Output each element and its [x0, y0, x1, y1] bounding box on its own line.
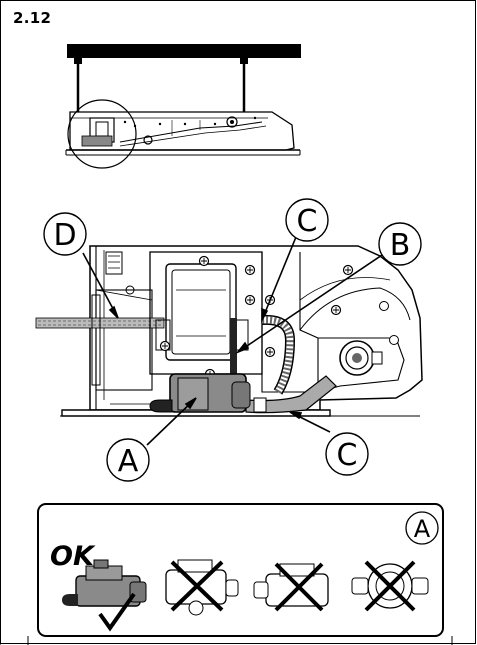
- callout-b-circle: [378, 222, 422, 266]
- callout-b: B: [390, 228, 411, 263]
- ceiling-bar: [67, 44, 301, 58]
- pump-orientation-correct: [62, 559, 147, 632]
- cross-icon: [170, 560, 224, 612]
- cross-icon: [274, 562, 324, 612]
- callout-d: D: [53, 218, 76, 253]
- pump-orientation-wrong-2: [253, 562, 329, 612]
- checkmark-icon: [98, 592, 136, 632]
- callout-c-bottom: C: [337, 438, 358, 473]
- callout-a-circle: [106, 438, 150, 482]
- orientation-panel: A: [27, 503, 453, 645]
- callout-a: A: [118, 444, 139, 479]
- step-number: 2.12: [13, 9, 52, 27]
- pump-orientation-wrong-1: [165, 559, 239, 616]
- drain-hose: [245, 375, 337, 414]
- panel-callout-a: A: [414, 515, 431, 543]
- float-sensor: [230, 318, 237, 380]
- detail-drawing: [35, 245, 423, 417]
- panel-callout-a-circle: [405, 511, 439, 545]
- detail-circle: [67, 99, 137, 169]
- cross-icon: [364, 560, 416, 612]
- overview-drawing: [65, 44, 301, 169]
- callout-c-top: C: [297, 204, 318, 239]
- callout-d-circle: [43, 212, 87, 256]
- ok-label: OK: [50, 541, 94, 572]
- pump-orientation-wrong-3: [351, 560, 429, 612]
- callouts: D C B A C: [43, 198, 422, 482]
- callout-c-bottom-circle: [325, 432, 369, 476]
- leader-lines: [82, 236, 383, 446]
- callout-c-top-circle: [285, 198, 329, 242]
